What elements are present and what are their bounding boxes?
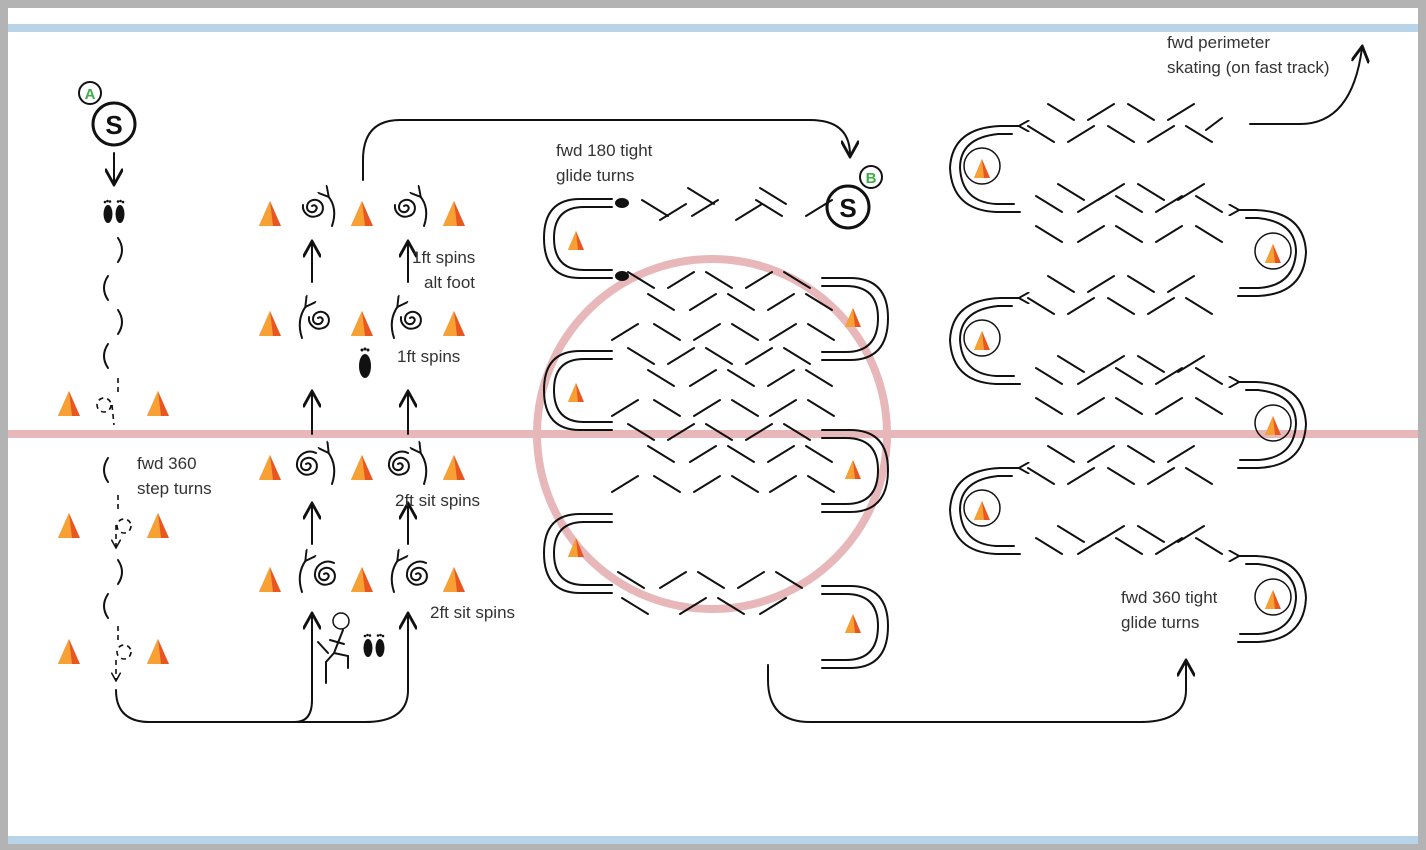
glide360-pattern [948, 103, 1308, 643]
perimeter-arrow [1249, 48, 1362, 125]
label-spins-alt-line1: 1ft spins [412, 248, 475, 267]
label-perimeter-line1: fwd perimeter [1167, 33, 1270, 52]
skater-figure-icon [317, 612, 350, 684]
svg-text:A: A [85, 86, 96, 103]
spins-station [259, 196, 465, 593]
center-circle [533, 255, 891, 613]
label-perimeter-line2: skating (on fast track) [1167, 58, 1330, 77]
start-marker-a: S A [78, 81, 137, 147]
one-foot-icon [359, 347, 371, 378]
label-spins-alt-line2: alt foot [424, 273, 475, 292]
bottom-blue-line [8, 836, 1418, 844]
path-arrow [362, 119, 850, 181]
glide180-pattern [542, 187, 890, 669]
label-1ft-spins: 1ft spins [397, 347, 460, 366]
skate-strokes-path [96, 237, 132, 680]
start-marker-b: S B [825, 165, 883, 230]
center-red-line [8, 430, 1418, 438]
label-sit-spins-upper: 2ft sit spins [395, 491, 480, 510]
svg-text:S: S [839, 193, 856, 223]
label-step360-line2: step turns [137, 479, 212, 498]
label-glide360-line2: glide turns [1121, 613, 1199, 632]
svg-text:S: S [105, 110, 122, 140]
label-glide360-line1: fwd 360 tight [1121, 588, 1218, 607]
top-blue-line [8, 24, 1418, 32]
label-step360-line1: fwd 360 [137, 454, 197, 473]
label-glide180-line1: fwd 180 tight [556, 141, 653, 160]
path-arrow [767, 662, 1186, 723]
label-glide180-line2: glide turns [556, 166, 634, 185]
path-arrow [189, 615, 408, 723]
svg-text:B: B [866, 170, 877, 187]
label-sit-spins-lower: 2ft sit spins [430, 603, 515, 622]
